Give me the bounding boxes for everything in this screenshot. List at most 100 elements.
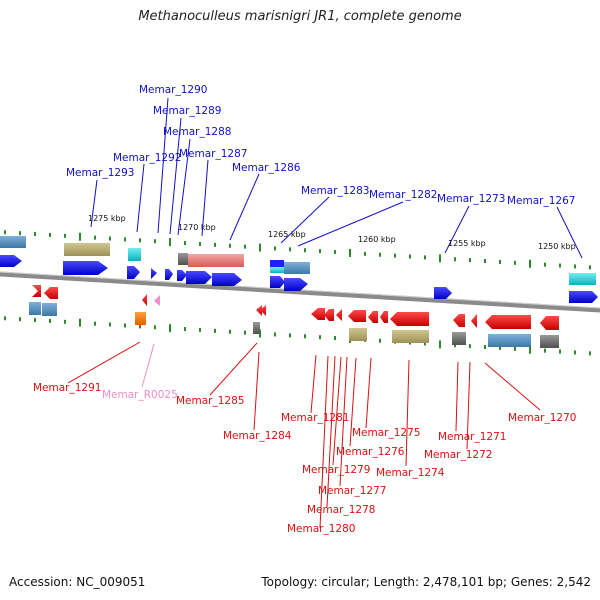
scale-tick xyxy=(109,322,111,327)
scale-tick xyxy=(529,259,531,268)
gene-label-memar-1278: Memar_1278 xyxy=(307,504,375,516)
leader-line xyxy=(253,351,260,431)
scale-label-1270: 1270 kbp xyxy=(178,223,216,232)
reverse-rna xyxy=(154,295,160,306)
leader-line xyxy=(169,117,182,235)
scale-label-1255: 1255 kbp xyxy=(448,239,486,248)
scale-tick xyxy=(229,243,231,248)
forward-cog-boxes xyxy=(0,236,596,285)
scale-tick xyxy=(184,241,186,246)
scale-tick xyxy=(289,333,291,338)
scale-tick xyxy=(424,341,426,346)
scale-tick xyxy=(49,318,51,323)
gene-label-memar-1280: Memar_1280 xyxy=(287,523,355,535)
reverse-gene xyxy=(32,285,41,297)
forward-gene xyxy=(212,273,242,286)
reverse-gene xyxy=(390,312,429,326)
reverse-gene xyxy=(348,310,366,322)
forward-gene xyxy=(165,269,173,280)
leader-line xyxy=(67,341,141,384)
cog-box xyxy=(188,254,244,267)
scale-tick xyxy=(319,335,321,340)
scale-tick xyxy=(4,230,6,235)
reverse-gene xyxy=(453,314,465,327)
reverse-genes xyxy=(32,285,559,330)
reverse-gene xyxy=(471,314,477,328)
scale-tick xyxy=(424,255,426,260)
scale-tick xyxy=(199,327,201,332)
scale-tick xyxy=(529,345,531,354)
leader-line xyxy=(90,179,98,228)
scale-tick xyxy=(304,248,306,253)
gene-label-memar-1289: Memar_1289 xyxy=(153,105,221,117)
scale-tick xyxy=(454,343,456,348)
scale-tick xyxy=(304,334,306,339)
forward-gene xyxy=(177,270,187,281)
gene-label-memar-r0025: Memar_R0025 xyxy=(102,389,178,401)
scale-tick xyxy=(544,262,546,267)
scale-tick xyxy=(244,244,246,249)
forward-gene xyxy=(0,255,22,267)
scale-labels: 1275 kbp 1270 kbp 1265 kbp 1260 kbp 1255… xyxy=(88,214,576,251)
gene-label-memar-1270: Memar_1270 xyxy=(508,412,576,424)
scale-tick xyxy=(109,236,111,241)
forward-gene xyxy=(127,266,140,279)
forward-genes xyxy=(0,255,598,303)
scale-ticks-forward xyxy=(4,230,591,270)
leader-line xyxy=(209,342,258,396)
scale-tick xyxy=(469,344,471,349)
scale-tick xyxy=(79,232,81,241)
reverse-gene xyxy=(311,308,325,320)
scale-tick xyxy=(154,239,156,244)
forward-gene xyxy=(186,271,212,284)
scale-tick xyxy=(169,324,171,333)
leader-line xyxy=(326,355,336,508)
cog-box xyxy=(29,302,41,315)
gene-label-memar-1274: Memar_1274 xyxy=(376,467,445,479)
scale-tick xyxy=(379,252,381,257)
scale-tick xyxy=(559,349,561,354)
cog-box xyxy=(349,328,367,341)
scale-tick xyxy=(499,259,501,264)
leader-line xyxy=(201,159,209,237)
leader-line xyxy=(280,196,330,244)
scale-tick xyxy=(559,263,561,268)
gene-label-memar-1275: Memar_1275 xyxy=(352,427,420,439)
gene-label-memar-1292: Memar_1292 xyxy=(113,152,181,164)
leader-line xyxy=(349,357,357,447)
scale-tick xyxy=(4,316,6,321)
leader-line xyxy=(310,354,317,414)
reverse-gene xyxy=(368,311,378,323)
scale-tick xyxy=(124,323,126,328)
scale-tick xyxy=(139,324,141,329)
scale-tick xyxy=(379,338,381,343)
cog-box xyxy=(392,330,429,343)
scale-tick xyxy=(409,254,411,259)
forward-gene xyxy=(151,268,157,279)
leader-line xyxy=(405,359,410,467)
gene-label-memar-1288: Memar_1288 xyxy=(163,126,231,138)
scale-tick xyxy=(574,264,576,269)
scale-tick xyxy=(334,250,336,255)
scale-tick xyxy=(49,232,51,237)
leader-line xyxy=(319,355,329,529)
gene-label-memar-1277: Memar_1277 xyxy=(318,485,386,497)
cog-box xyxy=(0,236,26,248)
scale-label-1275: 1275 kbp xyxy=(88,214,126,223)
scale-tick xyxy=(19,231,21,236)
scale-tick xyxy=(544,348,546,353)
scale-tick xyxy=(64,233,66,238)
leader-line xyxy=(177,138,191,236)
leader-line xyxy=(339,356,348,487)
scale-tick xyxy=(169,238,171,247)
leader-line xyxy=(136,163,145,233)
scale-tick xyxy=(484,259,486,264)
scale-tick xyxy=(274,332,276,337)
reverse-labels: Memar_1291 Memar_R0025 Memar_1285 Memar_… xyxy=(33,382,576,535)
scale-tick xyxy=(484,345,486,350)
scale-tick xyxy=(94,321,96,326)
scale-label-1260: 1260 kbp xyxy=(358,235,396,244)
gene-label-memar-1273: Memar_1273 xyxy=(437,193,505,205)
scale-tick xyxy=(514,260,516,265)
cog-box xyxy=(452,332,466,345)
